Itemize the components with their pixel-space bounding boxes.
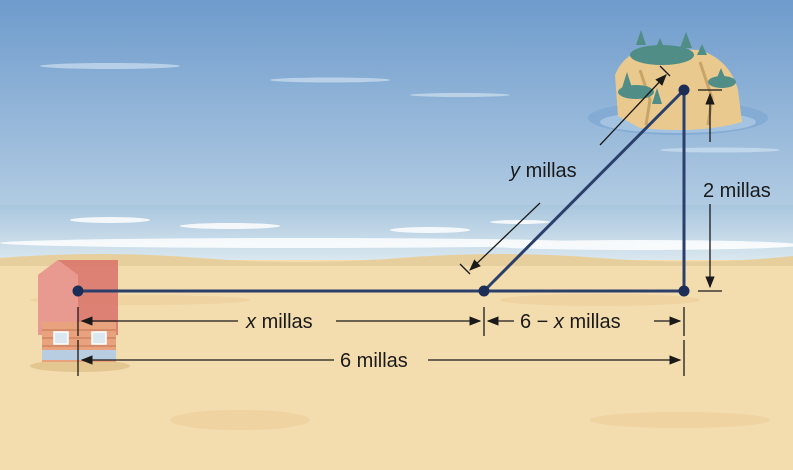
right-segment-dimension — [486, 307, 685, 336]
hypotenuse-arrow-upper — [599, 74, 667, 146]
point-house — [72, 285, 84, 297]
house — [30, 260, 130, 372]
point-corner — [678, 285, 690, 297]
right-segment-unit: millas — [569, 311, 620, 333]
clouds — [40, 63, 780, 153]
vertical-label: 2 millas — [703, 180, 771, 202]
hypotenuse-dimension — [459, 65, 671, 275]
point-island — [678, 84, 690, 96]
hypotenuse-segment — [482, 88, 686, 293]
hypotenuse-var: y — [508, 160, 521, 182]
left-segment-unit: millas — [262, 311, 313, 333]
vertical-dimension — [698, 89, 722, 292]
island-trees — [618, 30, 736, 104]
right-segment-var: x — [553, 311, 565, 333]
points — [72, 84, 690, 297]
hypotenuse-arrow-lower — [469, 202, 541, 271]
left-segment-var: x — [245, 311, 257, 333]
right-segment-prefix: 6 − — [520, 311, 548, 333]
house-window-right — [91, 331, 107, 345]
triangle — [78, 88, 686, 293]
hypotenuse-label: y millas — [508, 160, 577, 182]
left-segment-dimension — [77, 307, 485, 336]
waves — [0, 217, 793, 250]
total-label: 6 millas — [340, 350, 408, 372]
hypotenuse-unit: millas — [526, 160, 577, 182]
right-segment-label: 6 − x millas — [520, 311, 621, 333]
island — [588, 30, 768, 135]
left-segment-label: x millas — [245, 311, 313, 333]
sea — [0, 205, 793, 260]
house-window-left — [53, 331, 69, 345]
total-dimension — [77, 340, 685, 376]
point-shore — [478, 285, 490, 297]
